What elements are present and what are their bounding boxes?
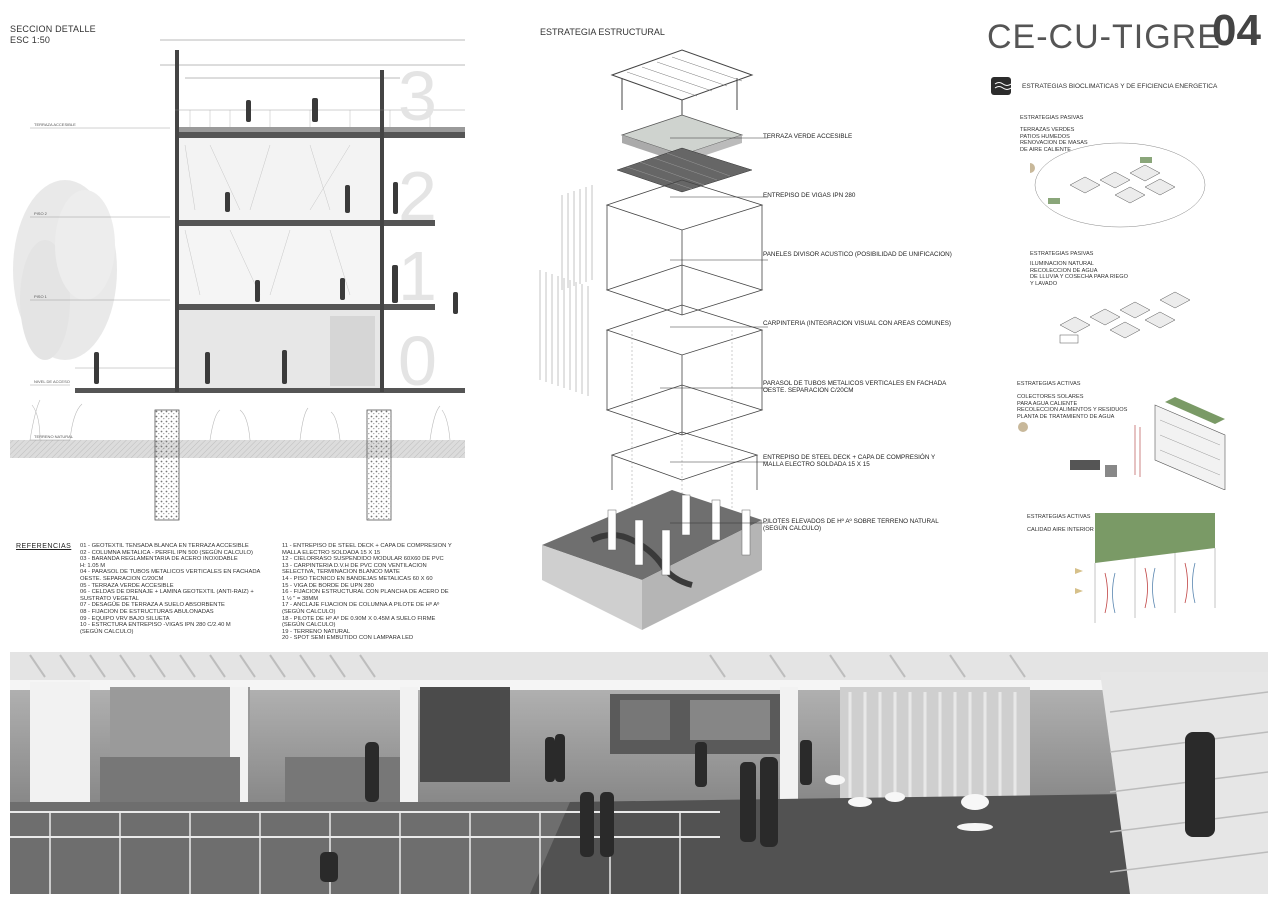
- strategy-2-line-3: y lavado: [1030, 280, 1058, 287]
- reference-item-a-4: 04 - PARASOL DE TUBOS METALICOS VERTICAL…: [80, 569, 261, 576]
- reference-item-a-6: 05 - TERRAZA VERDE ACCESIBLE: [80, 582, 174, 589]
- strategy-1-heading: ESTRATEGIAS PASIVAS: [1020, 115, 1084, 121]
- callout-4: CARPINTERIA (INTEGRACION VISUAL CON AREA…: [763, 320, 952, 327]
- interior-render: [10, 652, 1268, 894]
- strategy-1-line-2: RENOVACION DE MASAS: [1020, 140, 1088, 147]
- references-heading: REFERENCIAS: [16, 543, 72, 550]
- slab-ground: [75, 388, 465, 393]
- strategy-2-heading: ESTRATEGIAS PASIVAS: [1030, 251, 1094, 257]
- strategy-3-line-3: PLANTA DE TRATAMIENTO de agua: [1017, 413, 1115, 420]
- reference-item-a-5: OESTE. SEPARACION C/20cm: [80, 575, 164, 582]
- strategy-4-diagram: [1075, 513, 1216, 623]
- structure-title: ESTRATEGIA ESTRUCTURAL: [540, 27, 665, 37]
- references-col2: 11 - ENTREPISO DE STEEL DECK + CAPA DE C…: [282, 543, 452, 642]
- callout-7: PILOTES ELEVADOS DE Hº Aº SOBRE TERRENO …: [763, 518, 939, 533]
- strategy-3-diagram: [1018, 397, 1226, 490]
- section-drawing: 3 2 1 0 TERRAZA ACCESIBLE PISO 2 PISO 1 …: [10, 39, 465, 521]
- callout-5: PARASOL DE TUBOS METALICOS VERTICALES EN…: [763, 380, 947, 395]
- level-label-roof: TERRAZA ACCESIBLE: [34, 122, 76, 127]
- reference-item-a-9: 07 - DESAGÜE DE TERRAZA A SUELO ABSORBEN…: [80, 602, 225, 609]
- references-col1: 01 - GEOTEXTIL TENSADA BLANCA EN TERRAZA…: [80, 543, 260, 635]
- slab-2: [175, 220, 435, 226]
- strategy-2-line-0: ILUMINACION NATURAL: [1030, 261, 1094, 268]
- slab-roof: [175, 132, 465, 138]
- strategy-4-line-0: CALIDAD AIRE INTERIOR: [1027, 527, 1094, 534]
- sheet-number: 04: [1212, 6, 1261, 55]
- strategy-2-line-2: de lluvia y cosecha para riego: [1030, 274, 1128, 281]
- strategy-3: ESTRATEGIAS ACTIVAS COLECTORES SOLARESpa…: [1017, 381, 1127, 420]
- reference-item-a-12: 10 - ESTRCTURA ENTREPISO -VIGAS IPN 280 …: [80, 622, 231, 629]
- strategy-1-line-0: TERRAZAS VERDES: [1020, 127, 1075, 134]
- level-label-2: PISO 2: [34, 211, 48, 216]
- reference-item-a-1: 02 - COLUMNA METALICA - PERFIL IPN 500 (…: [80, 549, 253, 556]
- reference-item-b-0: 11 - ENTREPISO DE STEEL DECK + CAPA DE C…: [282, 543, 452, 549]
- pile-right: [366, 409, 392, 521]
- strategy-3-line-0: COLECTORES SOLARES: [1017, 394, 1084, 401]
- section-title-text: SECCION DETALLE: [10, 24, 96, 34]
- reference-item-a-13: (SEGÚN CALCULO): [80, 628, 134, 635]
- floor-number-3: 3: [398, 57, 437, 135]
- reference-item-b-13: 19 - TERRENO NATURAL: [282, 628, 351, 635]
- reference-item-b-9: 17 - ANCLAJE FIJACION DE COLUMNA A PILOT…: [282, 602, 440, 609]
- callout-leaders: [660, 137, 768, 524]
- section-scale: ESC 1:50: [10, 35, 51, 45]
- reference-item-a-11: 09 - EQUIPO VRV BAJO SILUETA: [80, 615, 170, 622]
- floor-number-2: 2: [398, 157, 437, 235]
- slab-1: [175, 304, 435, 310]
- strategy-1-line-3: de aire caliente: [1020, 146, 1071, 153]
- strategy-3-heading: ESTRATEGIAS ACTIVAS: [1017, 381, 1081, 387]
- strategy-3-line-1: para agua caliente: [1017, 400, 1078, 407]
- reference-item-a-10: 08 - FIJACION DE ESTRUCTURAS ABULONADAS: [80, 608, 214, 615]
- strategies-title: ESTRATEGIAS BIOCLIMATICAS Y DE EFICIENCI…: [1022, 83, 1218, 90]
- strategy-4-heading: ESTRATEGIAS ACTIVAS: [1027, 514, 1091, 520]
- strategy-icon: [991, 77, 1012, 95]
- reference-item-b-1: MALLA ELECTRO SOLDADA 15 x 15: [282, 549, 381, 556]
- project-title: CE-CU-TIGRE: [987, 18, 1221, 56]
- strategy-1-diagram: [1030, 142, 1206, 228]
- reference-item-b-5: 14 - PISO TECNICO EN BANDEJAS METALICAS …: [282, 575, 433, 582]
- structure-axonometric: [539, 49, 764, 630]
- reference-item-b-14: 20 - SPOT SEMI EMBUTIDO CON LAMPARA LED: [282, 635, 414, 642]
- reference-item-a-7: 06 - CELDAS DE DRENAJE + LAMINA GEOTEXTI…: [80, 589, 254, 596]
- callout-1: TERRAZA VERDE ACCESIBLE: [763, 133, 853, 140]
- callout-2: ENTREPISO DE VIGAS IPN 280: [763, 192, 856, 199]
- reference-item-b-3: 13 - CARPINTERIA D.V.H DE PVC CON VENTIL…: [282, 562, 427, 569]
- callout-6: ENTREPISO DE STEEL DECK + CAPA DE COMPRE…: [763, 454, 936, 469]
- strategy-1-line-1: PATIOS HUMEDOS: [1020, 133, 1070, 140]
- reference-item-a-0: 01 - GEOTEXTIL TENSADA BLANCA EN TERRAZA…: [80, 543, 249, 549]
- reference-item-b-11: 18 - PILOTE DE Hº Aº DE 0.90m X 0.45m A …: [282, 615, 436, 622]
- reference-item-b-8: 1 ½ " = 38mm: [282, 595, 319, 602]
- reference-item-b-2: 12 - CIELORRASO SUSPENDIDO MODULAR 60x60…: [282, 556, 444, 563]
- reference-item-a-8: SUSTRATO VEGETAL: [80, 595, 139, 602]
- reference-item-a-2: 03 - BARANDA REGLAMENTARIA DE ACERO INOX…: [80, 556, 238, 563]
- reference-item-b-7: 16 - FIJACION ESTRUCTURAL CON PLANCHA DE…: [282, 589, 449, 596]
- callout-3: PANELES DIVISOR ACUSTICO (POSIBILIDAD DE…: [763, 251, 952, 258]
- strategy-2-line-1: RECOLECCION DE AGUA: [1030, 267, 1098, 274]
- reference-item-b-10: (SEGÚN CALCULO): [282, 608, 336, 615]
- tree-left: [13, 180, 117, 360]
- strategy-3-line-2: RECOLECCION alimentos y residuos: [1017, 407, 1128, 414]
- floor-number-0: 0: [398, 322, 437, 400]
- strategy-2-diagram: [1059, 291, 1191, 344]
- reference-item-a-3: h: 1.05 m: [80, 562, 106, 569]
- reference-item-b-6: 15 - VIGA DE BORDE DE UPN 280: [282, 582, 374, 589]
- strategy-4: ESTRATEGIAS ACTIVAS CALIDAD AIRE INTERIO…: [1027, 514, 1094, 534]
- level-label-terrain: TERRENO NATURAL: [34, 434, 74, 439]
- reference-item-b-12: (SEGÚN CALCULO): [282, 622, 336, 629]
- strategy-3-lines: COLECTORES SOLARESpara agua calienteRECO…: [1017, 394, 1127, 420]
- pile-left: [154, 409, 180, 521]
- level-label-1: PISO 1: [34, 294, 48, 299]
- strategy-4-lines: CALIDAD AIRE INTERIOR: [1027, 527, 1094, 533]
- floor-number-1: 1: [398, 237, 437, 315]
- render-illustration: [10, 652, 1268, 894]
- reference-item-b-4: SELECTIVA, TERMINACION BLANCO MATE: [282, 569, 400, 576]
- level-label-ground: NIVEL DE ACCESO: [34, 379, 70, 384]
- section-title: SECCION DETALLE ESC 1:50: [10, 24, 96, 46]
